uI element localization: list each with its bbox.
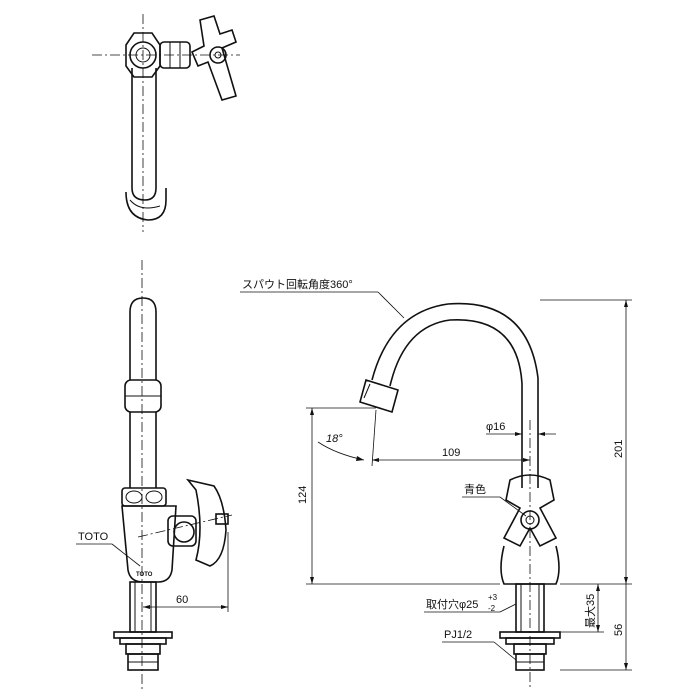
front-spout-outer: [371, 302, 539, 488]
front-view: スパウト回転角度360° φ16 18° 109 124 青色: [240, 277, 632, 690]
angle-label: 18°: [326, 433, 343, 445]
h124-label: 124: [297, 486, 309, 504]
side-washer2: [119, 637, 167, 645]
side-valve-stem: [167, 515, 197, 547]
dim60-arrow-r: [221, 605, 228, 609]
top-handle-screw: [214, 51, 222, 59]
side-centerline-handle: [137, 514, 233, 538]
thread-leader-d: [493, 641, 517, 661]
h56-label: 56: [613, 624, 625, 636]
brand-label: TOTO: [78, 531, 109, 543]
reach-arrow-l: [372, 458, 379, 462]
color-leader-d: [499, 496, 527, 517]
dim60-arrow-l: [143, 605, 150, 609]
front-handle-hub: [520, 510, 540, 530]
top-cross-handle: [190, 15, 237, 101]
top-spout-end: [125, 188, 167, 221]
thread-label: PJ1/2: [444, 629, 472, 641]
top-nut-ring: [129, 41, 157, 69]
brand-leader-d: [111, 543, 141, 567]
dia-arrow-l: [515, 432, 522, 436]
side-washer1: [113, 631, 173, 639]
side-nut-face1: [125, 490, 143, 504]
side-valve-knob: [173, 521, 195, 543]
top-spout-arm: [131, 68, 157, 201]
side-handle: [185, 478, 227, 567]
mount-hole-label: 取付穴φ25: [426, 597, 478, 611]
side-body: [121, 505, 177, 583]
top-spout-end-line: [129, 199, 161, 209]
dia-arrow-r: [538, 432, 545, 436]
front-tip-line: [363, 383, 371, 399]
top-view: [92, 14, 240, 232]
mount-tol-minus: -2: [488, 604, 496, 613]
side-handle-cap: [215, 513, 229, 525]
side-nut: [121, 487, 167, 507]
side-locknut: [125, 643, 161, 655]
front-cross-handle: [502, 474, 558, 548]
handle-color-label: 青色: [464, 482, 486, 496]
h201-arrow-b: [624, 577, 628, 584]
reach-label: 109: [442, 447, 460, 459]
rotation-leader-d: [377, 291, 405, 319]
h201-arrow-t: [624, 300, 628, 307]
angle-arrow: [356, 456, 364, 461]
dim60-label: 60: [176, 594, 188, 606]
max35-arrow-b: [596, 625, 600, 632]
side-spout-tube-top: [129, 297, 157, 380]
top-nut-center: [135, 47, 151, 63]
front-spout-tip: [359, 378, 399, 414]
front-spout-inner: [389, 319, 523, 488]
front-handle-screw: [525, 515, 535, 525]
h201-label: 201: [613, 440, 625, 458]
h124-arrow-t: [310, 408, 314, 415]
side-nut-face2: [145, 490, 163, 504]
top-handle-hub: [209, 46, 227, 64]
max35-arrow-t: [596, 584, 600, 591]
angle-line-tip: [371, 409, 377, 467]
mount-tol-plus: +3: [488, 593, 498, 602]
max35-label: 最大35: [583, 594, 597, 628]
spout-dia-label: φ16: [486, 421, 505, 433]
spout-rotation-label: スパウト回転角度360°: [242, 277, 353, 291]
side-view: TOTO TOTO 60: [76, 260, 233, 690]
h124-arrow-b: [310, 577, 314, 584]
reach-arrow-r: [523, 458, 530, 462]
side-logo: TOTO: [136, 572, 153, 578]
mount-leader-d: [499, 603, 517, 613]
h56-arrow-b: [624, 663, 628, 670]
top-valve-body: [159, 41, 191, 69]
